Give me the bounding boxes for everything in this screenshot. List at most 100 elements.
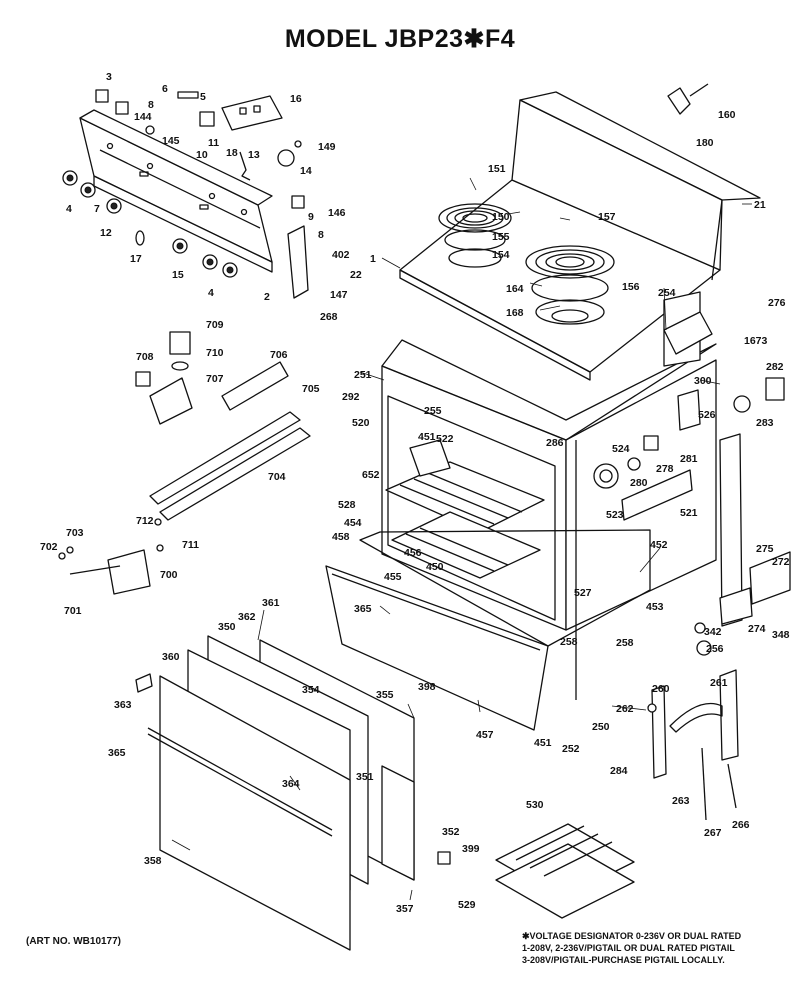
- switches-and-clock: [95, 89, 309, 299]
- part-label: 352: [442, 826, 460, 838]
- part-label: 527: [574, 587, 592, 599]
- part-label: 168: [506, 307, 524, 319]
- part-label: 252: [562, 743, 580, 755]
- broiler-pan: [495, 823, 635, 919]
- part-label: 452: [650, 539, 668, 551]
- part-label: 451: [534, 737, 552, 749]
- part-label: 705: [302, 383, 320, 395]
- part-label: 8: [148, 99, 154, 111]
- part-label: 360: [162, 651, 180, 663]
- part-label: 258: [616, 637, 634, 649]
- part-label: 457: [476, 729, 494, 741]
- part-label: 526: [698, 409, 716, 421]
- part-label: 292: [342, 391, 360, 403]
- part-label: 1673: [744, 335, 768, 347]
- part-label: 10: [196, 149, 208, 161]
- part-label: 528: [338, 499, 356, 511]
- voltage-footnote: ✱VOLTAGE DESIGNATOR 0-236V OR DUAL RATED…: [522, 930, 741, 966]
- part-label: 149: [318, 141, 336, 153]
- part-label: 520: [352, 417, 370, 429]
- part-label: 700: [160, 569, 178, 581]
- part-label: 708: [136, 351, 154, 363]
- part-label: 521: [680, 507, 698, 519]
- part-label: 348: [772, 629, 790, 641]
- part-label: 529: [458, 899, 476, 911]
- part-label: 399: [462, 843, 480, 855]
- part-label: 1: [370, 253, 376, 265]
- part-label: 262: [616, 703, 634, 715]
- part-label: 283: [756, 417, 774, 429]
- part-label: 7: [94, 203, 100, 215]
- model-title: MODEL JBP23✱F4: [284, 25, 516, 53]
- footnote-line: 1-208V, 2-236V/PIGTAIL OR DUAL RATED PIG…: [522, 943, 735, 953]
- part-label: 15: [172, 269, 184, 281]
- art-number: (ART NO. WB10177): [26, 936, 122, 947]
- part-label: 703: [66, 527, 84, 539]
- part-label: 3: [106, 71, 112, 83]
- part-label: 263: [672, 795, 690, 807]
- part-label: 272: [772, 556, 790, 568]
- part-label: 361: [262, 597, 280, 609]
- part-label: 451: [418, 431, 436, 443]
- part-label: 254: [658, 287, 676, 299]
- part-label: 260: [652, 683, 670, 695]
- part-label: 456: [404, 547, 422, 559]
- part-label: 710: [206, 347, 224, 359]
- part-label: 530: [526, 799, 544, 811]
- part-label: 300: [694, 375, 712, 387]
- part-label: 398: [418, 681, 436, 693]
- part-label: 281: [680, 453, 698, 465]
- part-label: 268: [320, 311, 338, 323]
- part-label: 282: [766, 361, 784, 373]
- part-label: 354: [302, 684, 320, 696]
- part-label: 711: [182, 539, 199, 551]
- part-label: 11: [208, 137, 219, 149]
- part-label: 706: [270, 349, 288, 361]
- back-panel-parts: [593, 83, 785, 521]
- part-label: 255: [424, 405, 442, 417]
- part-label: 256: [706, 643, 724, 655]
- part-label: 16: [290, 93, 302, 105]
- part-label: 363: [114, 699, 132, 711]
- part-label: 14: [300, 165, 312, 177]
- part-label: 278: [656, 463, 674, 475]
- control-knobs: [62, 170, 238, 278]
- part-label: 5: [200, 91, 206, 103]
- part-label: 455: [384, 571, 402, 583]
- oven-door-assembly: [135, 635, 451, 951]
- part-label: 357: [396, 903, 414, 915]
- part-label: 12: [100, 227, 112, 239]
- part-label: 522: [436, 433, 454, 445]
- part-label: 266: [732, 819, 750, 831]
- part-label: 702: [40, 541, 58, 553]
- part-label: 274: [748, 623, 766, 635]
- part-label: 8: [318, 229, 324, 241]
- part-label: 358: [144, 855, 162, 867]
- control-panel: [79, 109, 273, 273]
- part-label: 154: [492, 249, 510, 261]
- part-label: 2: [264, 291, 270, 303]
- part-label: 156: [622, 281, 640, 293]
- part-label: 17: [130, 253, 142, 265]
- part-label: 351: [356, 771, 374, 783]
- part-label: 524: [612, 443, 630, 455]
- part-label: 276: [768, 297, 786, 309]
- footnote-line: ✱VOLTAGE DESIGNATOR 0-236V OR DUAL RATED: [522, 931, 742, 941]
- part-label: 160: [718, 109, 736, 121]
- part-label: 18: [226, 147, 238, 159]
- footnote-line: 3-208V/PIGTAIL-PURCHASE PIGTAIL LOCALLY.: [522, 955, 725, 965]
- part-label: 701: [64, 605, 82, 617]
- part-label: 342: [704, 626, 722, 638]
- part-label: 402: [332, 249, 350, 261]
- part-label: 261: [710, 677, 728, 689]
- part-label: 454: [344, 517, 362, 529]
- part-label: 146: [328, 207, 346, 219]
- part-label: 180: [696, 137, 714, 149]
- part-label: 707: [206, 373, 224, 385]
- part-label: 450: [426, 561, 444, 573]
- part-label: 709: [206, 319, 224, 331]
- part-label: 150: [492, 211, 510, 223]
- part-label: 4: [66, 203, 72, 215]
